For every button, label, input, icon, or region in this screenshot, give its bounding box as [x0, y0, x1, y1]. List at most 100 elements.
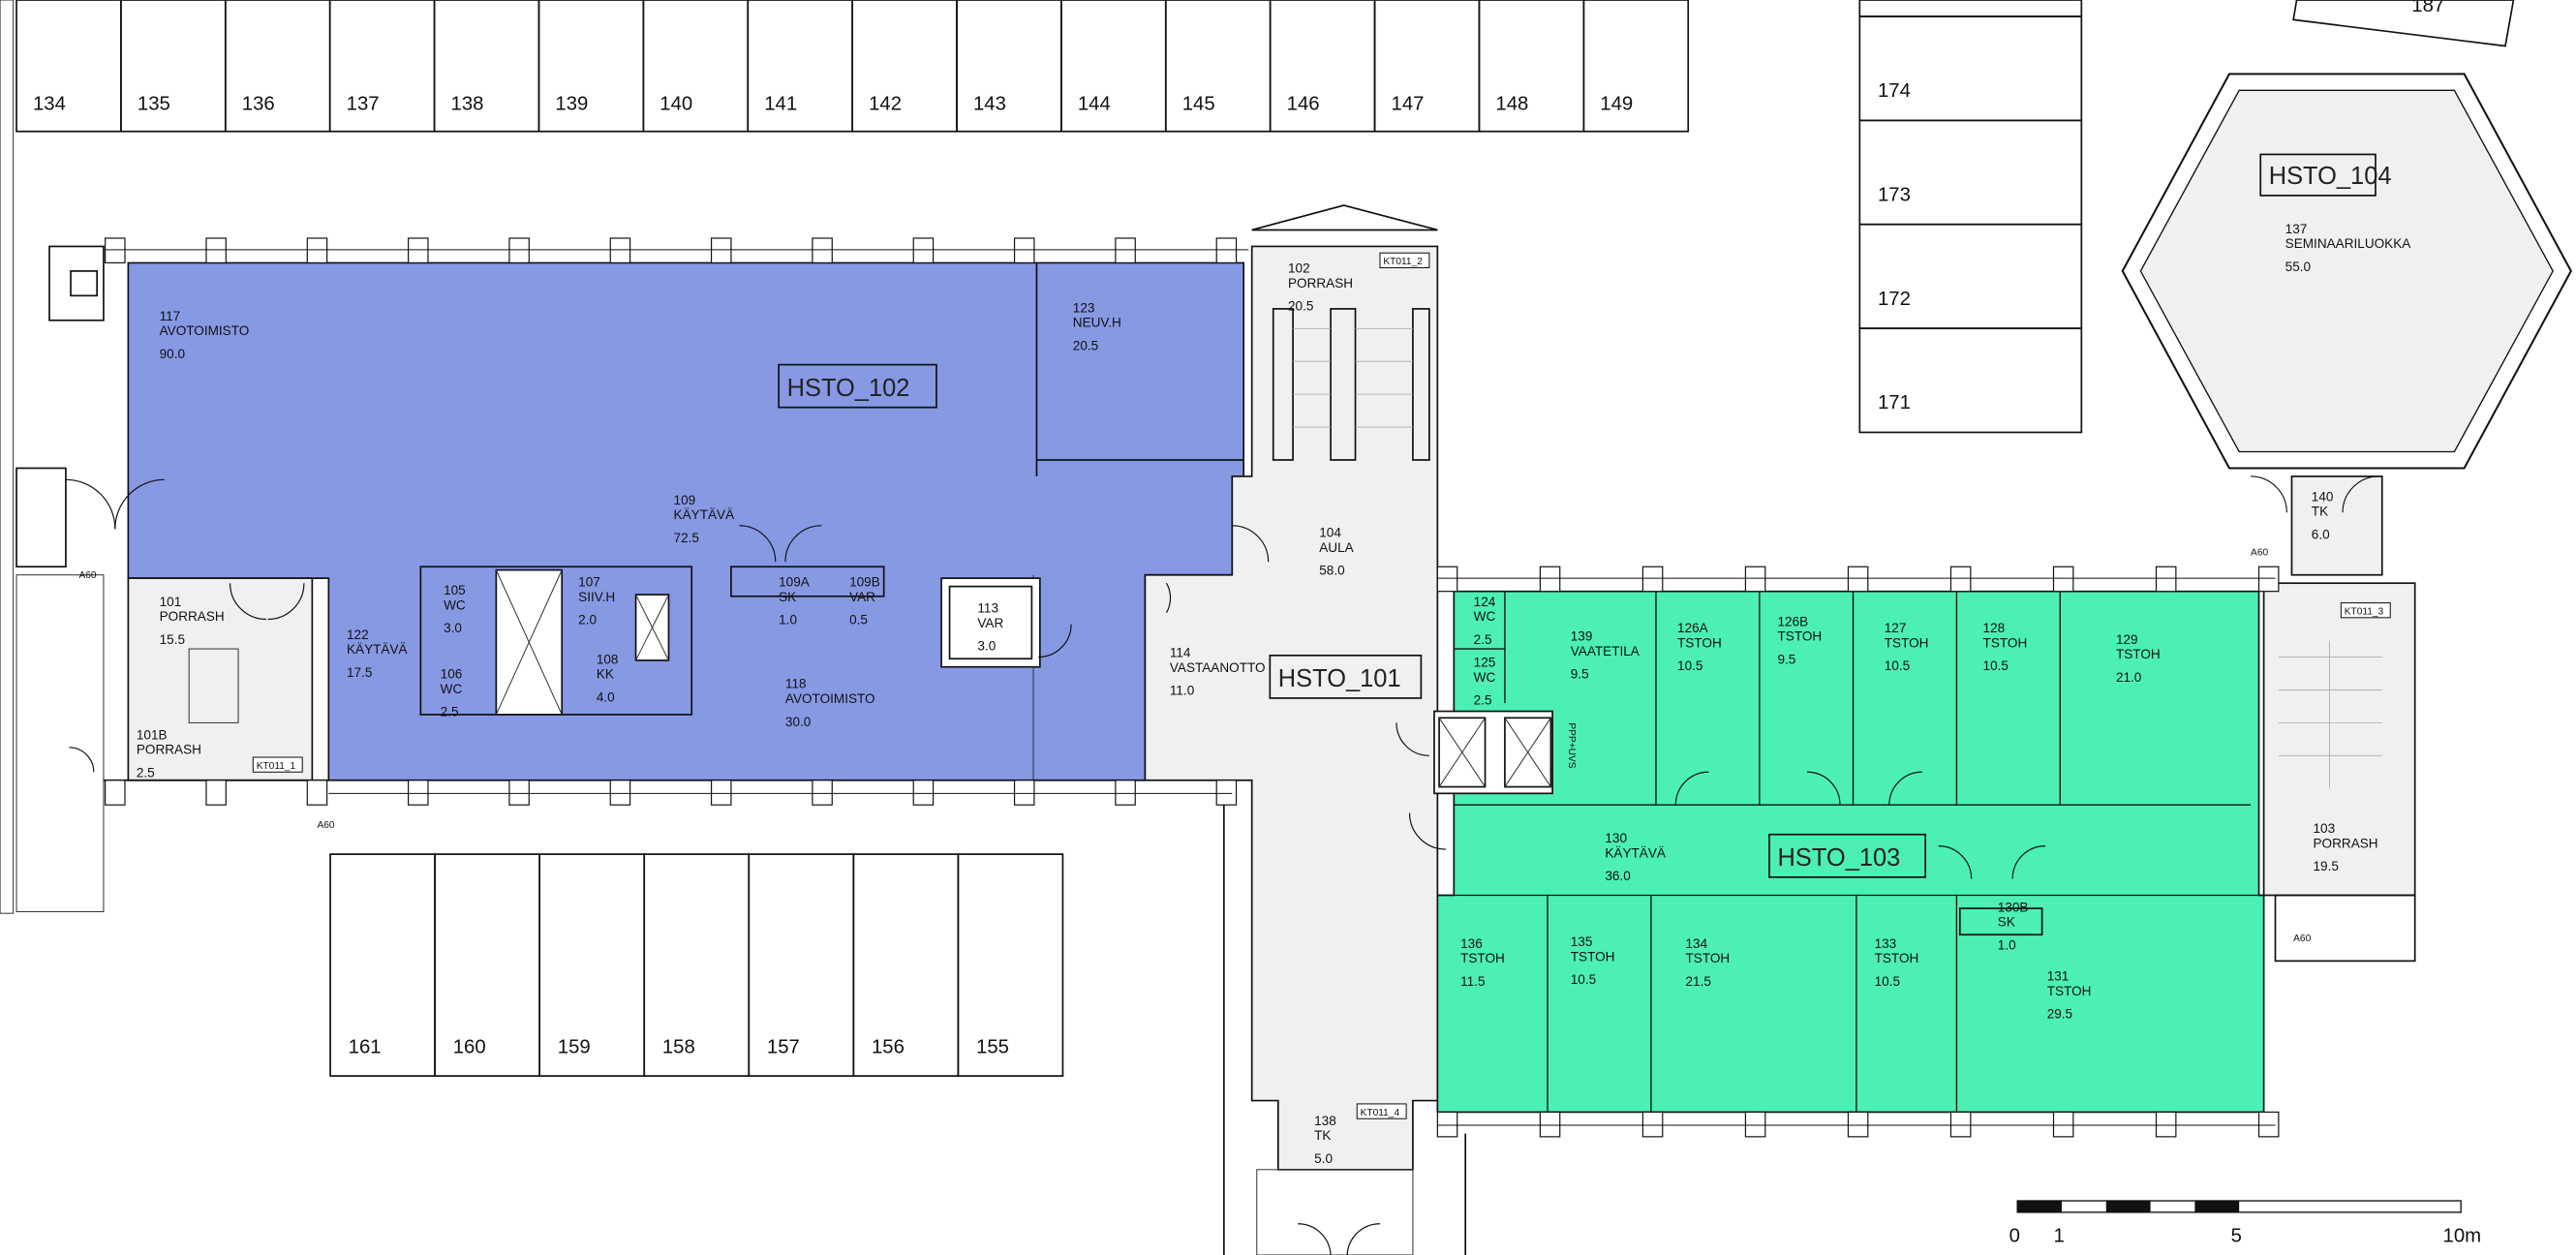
room-area: 4.0 [597, 689, 615, 704]
room-name: VAR [849, 590, 875, 604]
room-number: 122 [347, 628, 369, 642]
room-area: 11.5 [1460, 974, 1485, 989]
parking-label: 160 [453, 1036, 486, 1057]
room-name: TSTOH [1686, 951, 1731, 965]
room-number: 107 [578, 575, 600, 590]
room-number: 139 [1571, 629, 1593, 644]
key-tag: KT011_3 [2345, 606, 2384, 617]
room-name: TSTOH [1983, 635, 2028, 650]
room-area: 10.5 [1983, 658, 2009, 673]
room-name: KÄYTÄVÄ [674, 507, 736, 522]
room-area: 19.5 [2314, 859, 2339, 873]
room-name: PORRASH [1288, 276, 1353, 291]
room-name: TK [2312, 505, 2328, 519]
room-area: 10.5 [1677, 658, 1702, 673]
fire-class-label: A60 [2251, 547, 2268, 558]
room-number: 101 [160, 595, 182, 609]
window-piers [105, 237, 2280, 1138]
zone-tag-hsto-102[interactable]: HSTO_102 [778, 363, 937, 409]
parking-space [643, 853, 751, 1077]
adjacent-structure [0, 0, 105, 914]
parking-label: 143 [973, 94, 1006, 115]
key-tag: KT011_2 [1383, 257, 1423, 267]
key-tag: KT011_4 [1361, 1108, 1400, 1118]
room-number: 128 [1983, 621, 2006, 635]
room-area: 30.0 [785, 715, 812, 729]
scale-label: 10m [2443, 1225, 2482, 1246]
room-name: TSTOH [1677, 635, 1722, 650]
parking-label: 145 [1182, 94, 1215, 115]
room-name: TSTOH [2047, 984, 2092, 998]
room-number: 134 [1686, 936, 1708, 951]
room-number: 113 [977, 601, 998, 616]
room-name: SEMINAARILUOKKA [2285, 236, 2412, 251]
parking-label: 137 [347, 94, 380, 115]
room-name: AVOTOIMISTO [785, 691, 875, 706]
room-area: 55.0 [2285, 260, 2312, 274]
room-area: 29.5 [2047, 1007, 2072, 1022]
room-number: 123 [1073, 300, 1095, 315]
room-area: 10.5 [1885, 658, 1910, 673]
room-name: WC [1474, 609, 1496, 624]
room-name: NEUV.H [1073, 316, 1121, 330]
parking-space [748, 853, 855, 1077]
room-number: 127 [1885, 621, 1907, 635]
room-name: KÄYTÄVÄ [1605, 845, 1667, 860]
room-number: 140 [2312, 489, 2334, 504]
room-number: 118 [785, 677, 807, 691]
zone-label: HSTO_101 [1278, 665, 1401, 692]
zone-tag-hsto-101[interactable]: HSTO_101 [1269, 654, 1423, 699]
fire-class-label: A60 [317, 820, 334, 831]
fire-class-label: A60 [2293, 934, 2311, 944]
room-name: WC [441, 682, 463, 696]
room-area: 90.0 [160, 347, 186, 361]
zone-hsto-101-area[interactable] [1144, 245, 1439, 1171]
parking-space [1858, 15, 2083, 122]
parking-label: 139 [555, 94, 588, 115]
room-area: 3.0 [444, 621, 462, 635]
zone-label: HSTO_102 [787, 375, 910, 402]
room-name: TSTOH [1875, 951, 1919, 965]
zone-tag-hsto-103[interactable]: HSTO_103 [1768, 833, 1927, 878]
zone-tag-hsto-104[interactable]: HSTO_104 [2259, 153, 2392, 197]
